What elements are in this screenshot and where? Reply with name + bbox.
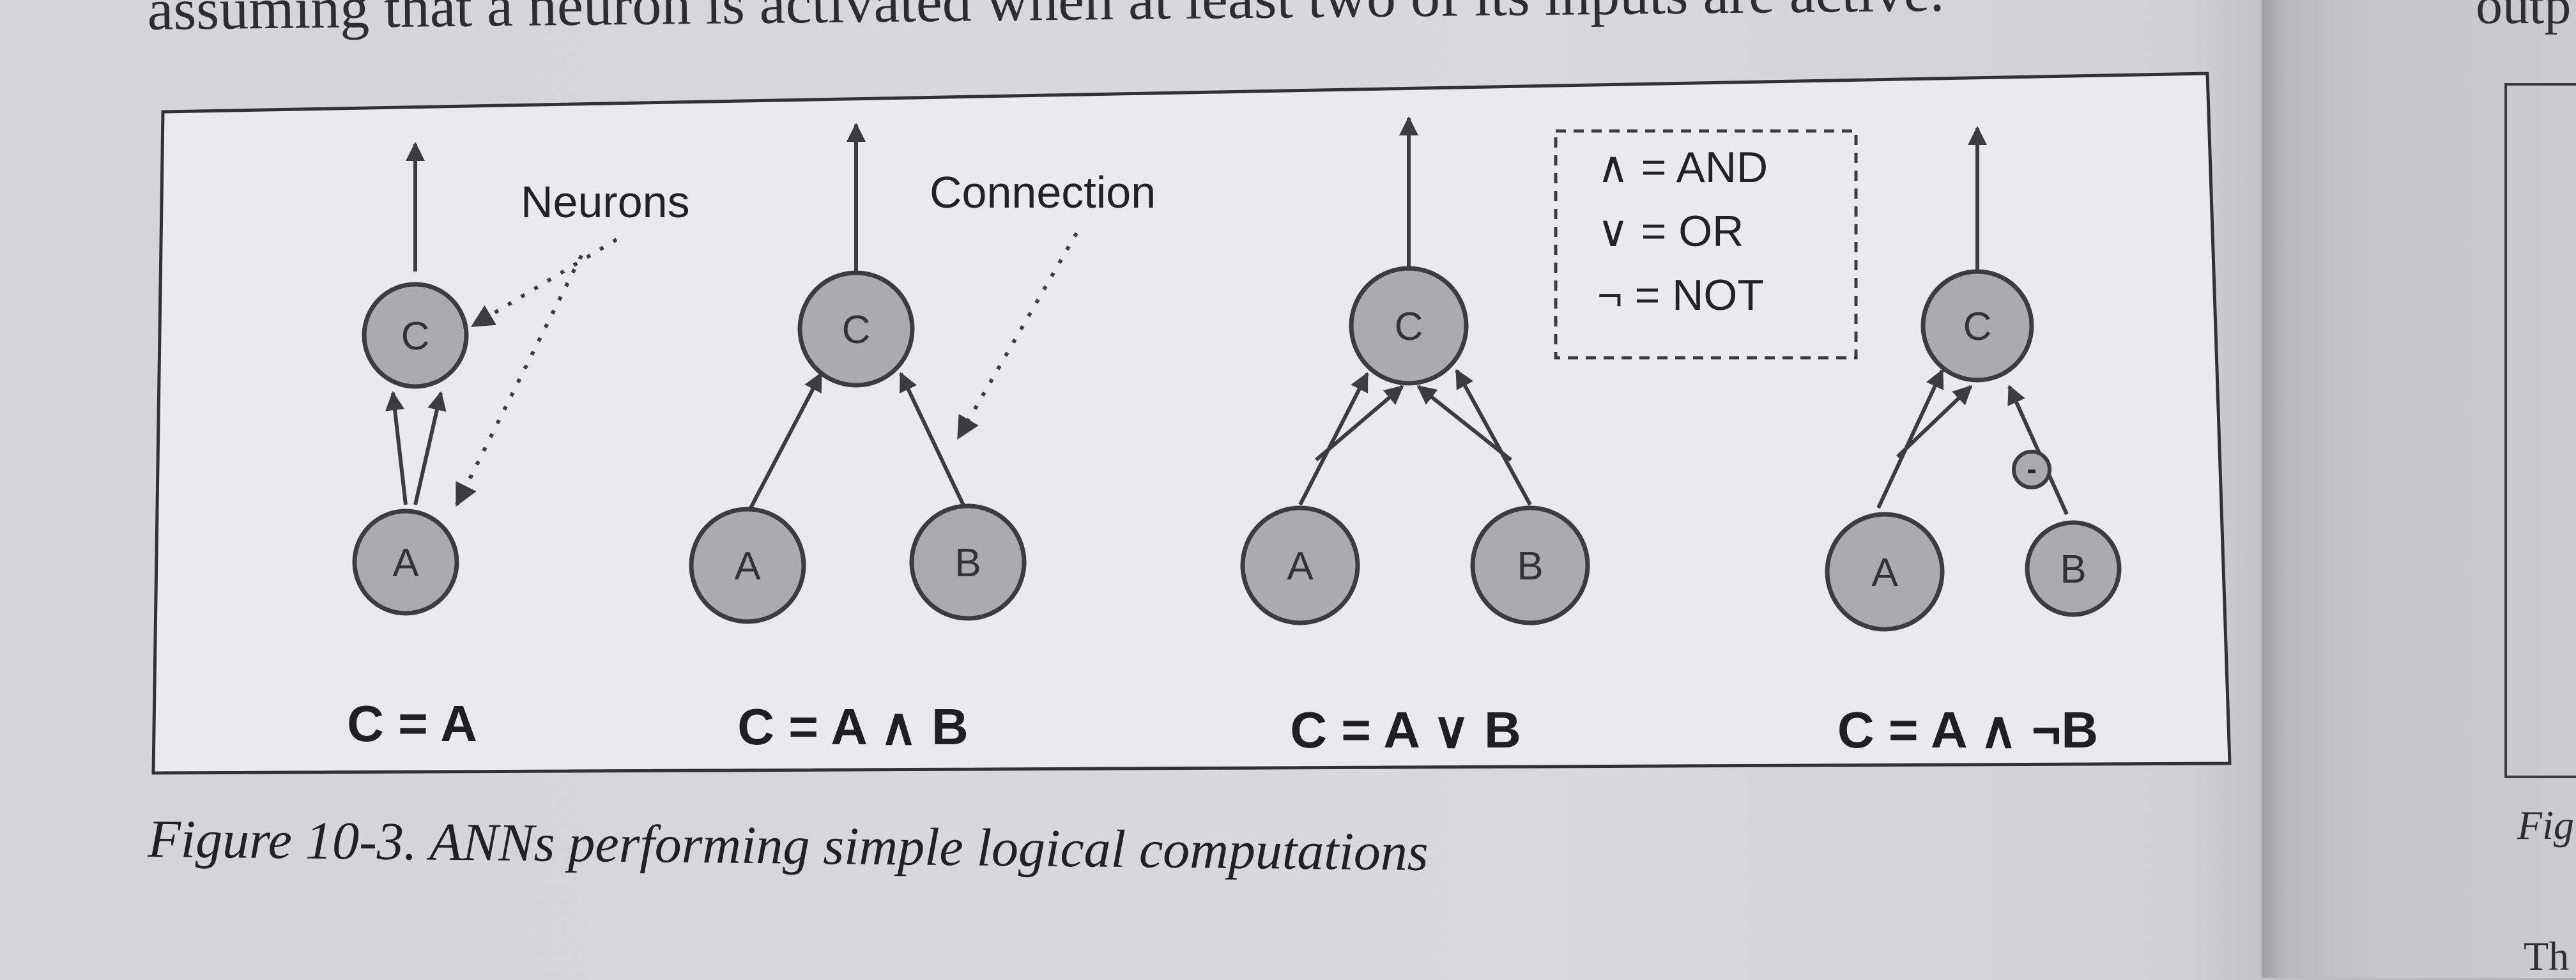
- connection-annotation: Connection: [930, 167, 1156, 217]
- neuron-a: [352, 509, 459, 616]
- neuron-c: [797, 270, 915, 388]
- connection-edge: [1298, 372, 1369, 506]
- connection-edge: [385, 391, 408, 505]
- figure-frame: [151, 72, 2232, 775]
- neuron-c-label: C: [842, 308, 871, 352]
- inhibitory-edge: [2007, 385, 2069, 516]
- panel-identity: C A Neurons C = A: [347, 142, 690, 752]
- connection-edge: [413, 391, 447, 505]
- neuron-c-label: C: [1963, 305, 1992, 349]
- neuron-c: [362, 282, 469, 389]
- next-page-fig-fragment: Fig: [2517, 802, 2574, 848]
- neuron-a: [689, 507, 806, 624]
- legend-and: ∧ = AND: [1597, 143, 1768, 192]
- neuron-b: [1470, 505, 1590, 625]
- connection-edge: [1455, 369, 1532, 506]
- legend-or: ∨ = OR: [1597, 207, 1744, 256]
- next-page-top-fragment: outp: [2476, 0, 2572, 35]
- neurons-annotation: Neurons: [521, 177, 690, 227]
- neuron-b: [2025, 520, 2122, 617]
- neuron-c: [1349, 266, 1469, 386]
- next-page-edge: [2262, 0, 2576, 978]
- legend-box: ∧ = AND ∨ = OR ¬ = NOT: [1554, 129, 1858, 360]
- connection-edge: [1315, 385, 1404, 462]
- equation-identity: C = A: [347, 695, 477, 752]
- neuron-a-label: A: [734, 544, 761, 588]
- connection-edge: [1896, 385, 1973, 459]
- neuron-a-label: A: [1287, 544, 1314, 588]
- neuron-b-label: B: [954, 541, 981, 585]
- equation-or: C = A ∨ B: [1290, 701, 1521, 758]
- neuron-c-label: C: [1395, 305, 1423, 349]
- legend-not: ¬ = NOT: [1597, 271, 1764, 319]
- neuron-b: [909, 503, 1027, 621]
- connection-edge: [1416, 385, 1512, 462]
- next-page-figure-frame: [2504, 83, 2576, 778]
- panel-and: C A B Connection C = A ∧ B: [689, 123, 1156, 755]
- neuron-b-label: B: [1517, 544, 1543, 588]
- neurons-pointer: [455, 254, 583, 507]
- neuron-c: [1920, 269, 2034, 383]
- equation-and: C = A ∧ B: [737, 698, 969, 755]
- panel-and-not: C A B - C = A ∧ ¬B: [1825, 126, 2122, 758]
- equation-and-not: C = A ∧ ¬B: [1837, 701, 2098, 758]
- inhibitory-badge: [2012, 450, 2051, 489]
- connection-edge: [899, 372, 967, 509]
- connection-edge: [749, 372, 823, 509]
- panel-or: C A B C = A ∨ B: [1240, 116, 1590, 758]
- next-page-bottom-fragment: Th: [2524, 933, 2570, 979]
- neuron-a-label: A: [1871, 551, 1898, 595]
- connection-edge: [1876, 369, 1944, 509]
- ann-logic-figure: C A Neurons C = A C A B Connection C = A…: [151, 72, 2232, 775]
- neuron-c-label: C: [401, 314, 430, 358]
- neuron-b-label: B: [2060, 547, 2086, 592]
- neuron-a-label: A: [392, 541, 419, 585]
- neuron-a: [1825, 512, 1945, 632]
- neurons-pointer: [470, 238, 618, 328]
- neuron-a: [1240, 505, 1360, 625]
- inhibitory-badge-sign: -: [2027, 452, 2036, 486]
